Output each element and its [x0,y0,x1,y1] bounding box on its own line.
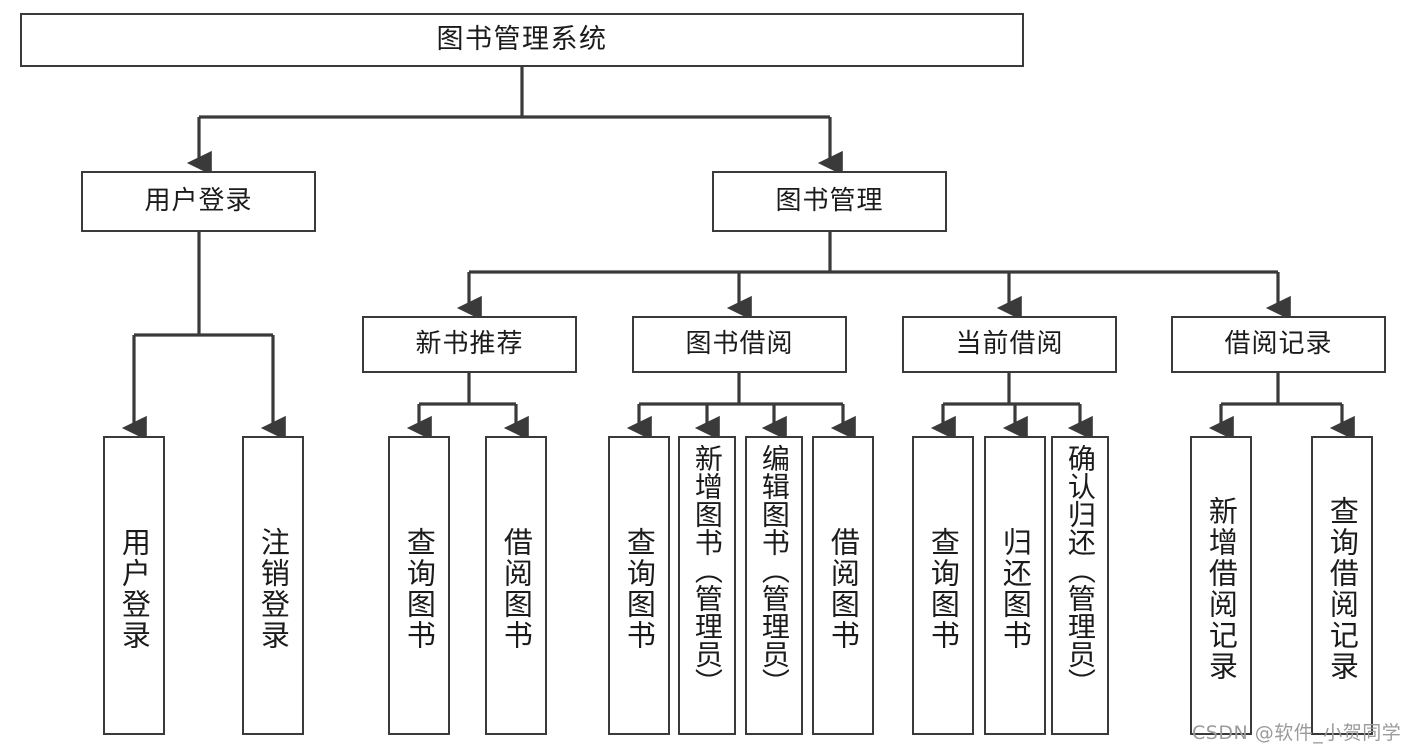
node-leaf-query-book-1[interactable]: 查询图书 [388,436,450,735]
csdn-watermark: CSDN @软件_小贺同学 [1192,722,1402,744]
node-leaf-edit-book-label: 编辑图书（管理员） [757,444,791,696]
node-leaf-query-record[interactable]: 查询借阅记录 [1311,436,1373,735]
node-leaf-add-record[interactable]: 新增借阅记录 [1190,436,1252,735]
node-leaf-query-book-2-label: 查询图书 [622,526,657,651]
node-root-label: 图书管理系统 [436,24,608,56]
node-book-manage[interactable]: 图书管理 [712,171,947,232]
node-borrow-record-label: 借阅记录 [1224,329,1333,360]
node-root[interactable]: 图书管理系统 [20,13,1024,67]
node-user-login-label: 用户登录 [144,186,253,217]
node-leaf-query-book-3[interactable]: 查询图书 [912,436,974,735]
node-leaf-query-record-label: 查询借阅记录 [1325,495,1360,682]
node-book-manage-label: 图书管理 [775,186,884,217]
node-leaf-user-logout[interactable]: 注销登录 [242,436,304,735]
node-leaf-return-book[interactable]: 归还图书 [984,436,1046,735]
node-leaf-user-login-label: 用户登录 [117,526,152,651]
node-new-book-recommend[interactable]: 新书推荐 [362,316,577,373]
node-leaf-confirm-return[interactable]: 确认归还（管理员） [1051,436,1109,735]
node-leaf-add-book[interactable]: 新增图书（管理员） [678,436,736,735]
node-leaf-borrow-book-1[interactable]: 借阅图书 [485,436,547,735]
node-current-borrow-label: 当前借阅 [955,329,1064,360]
node-borrow-record[interactable]: 借阅记录 [1171,316,1386,373]
node-leaf-borrow-book-2[interactable]: 借阅图书 [812,436,874,735]
node-leaf-borrow-book-1-label: 借阅图书 [499,526,534,651]
node-leaf-add-book-label: 新增图书（管理员） [690,444,724,696]
node-book-borrow[interactable]: 图书借阅 [632,316,847,373]
node-leaf-query-book-3-label: 查询图书 [926,526,961,651]
node-leaf-query-book-2[interactable]: 查询图书 [608,436,670,735]
node-new-book-recommend-label: 新书推荐 [415,329,524,360]
node-leaf-borrow-book-2-label: 借阅图书 [826,526,861,651]
node-current-borrow[interactable]: 当前借阅 [902,316,1117,373]
node-leaf-edit-book[interactable]: 编辑图书（管理员） [745,436,803,735]
node-user-login[interactable]: 用户登录 [81,171,316,232]
node-leaf-return-book-label: 归还图书 [998,526,1033,651]
node-leaf-query-book-1-label: 查询图书 [402,526,437,651]
node-leaf-confirm-return-label: 确认归还（管理员） [1063,444,1097,696]
node-leaf-user-login[interactable]: 用户登录 [103,436,165,735]
node-leaf-add-record-label: 新增借阅记录 [1204,495,1239,682]
node-leaf-user-logout-label: 注销登录 [256,526,291,651]
node-book-borrow-label: 图书借阅 [685,329,794,360]
